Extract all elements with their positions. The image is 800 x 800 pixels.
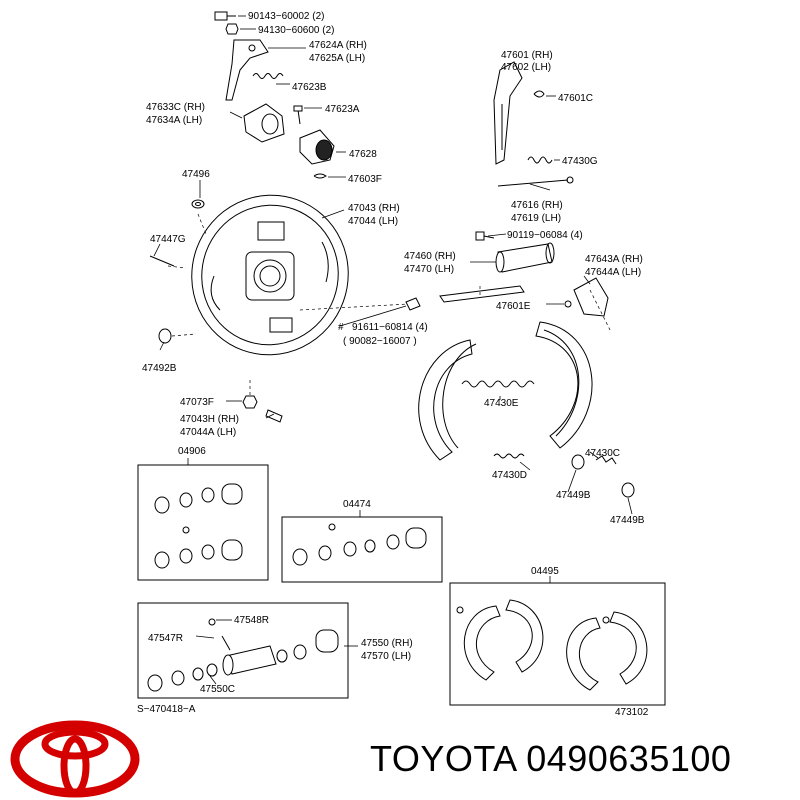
label-47449b-2: 47449B: [610, 515, 645, 526]
backing-plate: [149, 180, 421, 423]
brake-shoes: [418, 321, 635, 515]
label-47547r: 47547R: [148, 633, 183, 644]
label-47073f: 47073F: [180, 397, 214, 408]
label-47044a: 47044A (LH): [180, 427, 236, 438]
label-47460: 47460 (RH): [404, 251, 456, 262]
label-47601e: 47601E: [496, 301, 531, 312]
label-47550: 47550 (RH): [361, 638, 413, 649]
label-47633c: 47633C (RH): [146, 102, 205, 113]
label-kit-04495: 04495: [531, 566, 559, 577]
label-47644a: 47644A (LH): [585, 267, 641, 278]
label-47623b: 47623B: [292, 82, 327, 93]
label-90143: 90143−60002 (2): [248, 11, 324, 22]
label-47601c: 47601C: [558, 93, 593, 104]
brake-parts-diagram: 90143−60002 (2) 94130−60600 (2) 47624A (…: [137, 11, 666, 715]
diagram-number: 473102: [615, 707, 649, 715]
kit-wheel-cylinder: [137, 602, 358, 699]
label-47470: 47470 (LH): [404, 264, 454, 275]
label-47603f: 47603F: [348, 174, 382, 185]
lever-group: [214, 11, 346, 179]
label-94130: 94130−60600 (2): [258, 25, 334, 36]
label-47548r: 47548R: [234, 615, 269, 626]
label-47043: 47043 (RH): [348, 203, 400, 214]
label-90119: 90119−06084 (4): [507, 230, 583, 241]
label-47643a: 47643A (RH): [585, 254, 643, 265]
label-47492b: 47492B: [142, 363, 177, 374]
label-47447g: 47447G: [150, 234, 186, 245]
label-hash: #: [338, 322, 344, 333]
part-labels: 90143−60002 (2) 94130−60600 (2) 47624A (…: [137, 11, 649, 715]
label-47625a: 47625A (LH): [309, 53, 365, 64]
label-47430d: 47430D: [492, 470, 527, 481]
toyota-logo: [10, 720, 140, 798]
label-kit-04474: 04474: [343, 499, 371, 510]
label-47634a: 47634A (LH): [146, 115, 202, 126]
diagram-reference: S−470418−A: [137, 704, 196, 715]
kit-04474: [281, 510, 443, 583]
label-47043h: 47043H (RH): [180, 414, 239, 425]
brand-part-number: TOYOTA 0490635100: [370, 738, 732, 779]
label-47044: 47044 (LH): [348, 216, 398, 227]
label-47616: 47616 (RH): [511, 200, 563, 211]
label-47602: 47602 (LH): [501, 62, 551, 73]
label-47430g: 47430G: [562, 156, 598, 167]
label-47430c: 47430C: [585, 448, 620, 459]
label-90082: ( 90082−16007 ): [343, 336, 417, 347]
label-47430e: 47430E: [484, 398, 519, 409]
label-47601: 47601 (RH): [501, 50, 553, 61]
label-47624a: 47624A (RH): [309, 40, 367, 51]
label-47449b-1: 47449B: [556, 490, 591, 501]
label-47628: 47628: [349, 149, 377, 160]
label-47550c: 47550C: [200, 684, 235, 695]
strut-group: [439, 61, 611, 331]
label-47623a: 47623A: [325, 104, 360, 115]
kit-04495: [449, 576, 666, 706]
label-47496: 47496: [182, 169, 210, 180]
label-91611: 91611−60814 (4): [352, 322, 428, 333]
label-47570: 47570 (LH): [361, 651, 411, 662]
label-kit-04906: 04906: [178, 446, 206, 457]
kit-04906: [137, 458, 269, 581]
label-47619: 47619 (LH): [511, 213, 561, 224]
